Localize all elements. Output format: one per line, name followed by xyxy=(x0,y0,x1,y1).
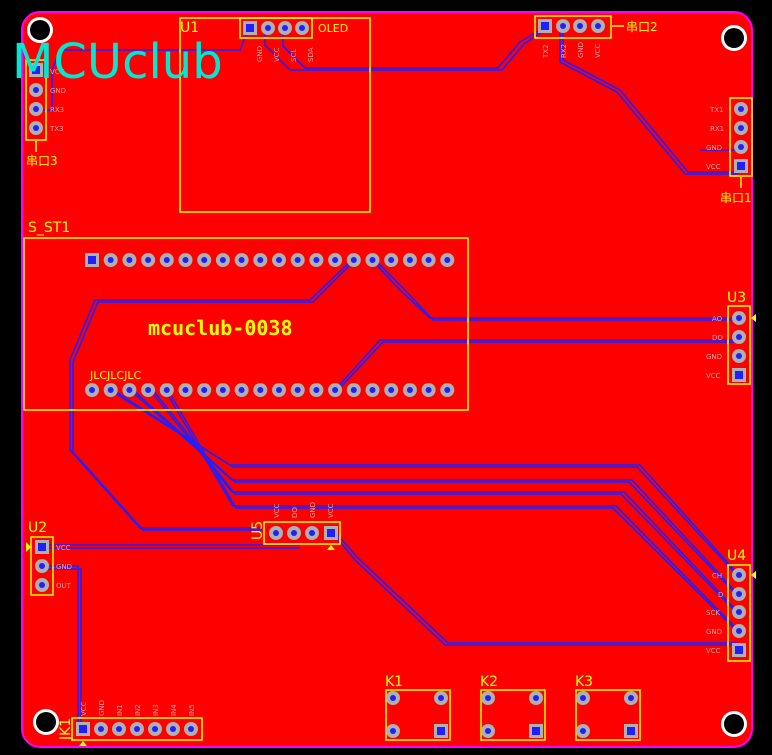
component-u2: U2 VCC GND OUT xyxy=(26,520,72,596)
svg-text:GND: GND xyxy=(98,700,106,716)
u3-ref: U3 xyxy=(727,290,746,306)
component-jk1: JK1 VCC GND IN1 IN2 IN3 IN4 IN5 xyxy=(58,700,203,746)
svg-text:DO: DO xyxy=(291,507,299,518)
svg-text:VCC: VCC xyxy=(273,47,281,62)
mcuclub-logo: MCUclub xyxy=(12,34,223,90)
jk1-ref: JK1 xyxy=(58,718,74,741)
port-one-ref: 串口1 xyxy=(720,191,752,205)
s-st1-top-header xyxy=(85,253,455,267)
component-u5: U5 VCC DO GND VCC xyxy=(250,502,341,550)
svg-text:SCK: SCK xyxy=(706,609,720,617)
svg-text:SDA: SDA xyxy=(307,47,315,62)
component-k1: K1 xyxy=(385,674,451,741)
svg-text:GND: GND xyxy=(706,144,722,152)
board-title: mcuclub-0038 xyxy=(148,316,293,340)
k2-ref: K2 xyxy=(480,674,498,690)
u1-name: OLED xyxy=(318,22,348,35)
svg-text:VCC: VCC xyxy=(706,372,721,380)
component-port-one: 串口1 TX1 RX1 GND VCC xyxy=(706,97,753,205)
svg-text:GND: GND xyxy=(706,628,722,636)
svg-text:VCC: VCC xyxy=(80,701,88,716)
traces xyxy=(36,26,739,728)
svg-text:TX2: TX2 xyxy=(542,44,550,59)
svg-text:GND: GND xyxy=(50,87,66,95)
svg-text:RX3: RX3 xyxy=(50,106,64,114)
u1-ref: U1 xyxy=(180,20,199,36)
svg-text:GND: GND xyxy=(706,353,722,361)
svg-text:GND: GND xyxy=(56,563,72,571)
svg-text:CH: CH xyxy=(712,572,722,580)
port2-ref: 串口2 xyxy=(626,20,658,34)
svg-text:VCC: VCC xyxy=(594,43,602,58)
k1-ref: K1 xyxy=(385,674,403,690)
svg-text:VCC: VCC xyxy=(706,163,721,171)
svg-text:VCC: VCC xyxy=(706,647,721,655)
svg-text:TX1: TX1 xyxy=(709,106,724,114)
svg-text:IN4: IN4 xyxy=(170,704,178,716)
u2-ref: U2 xyxy=(28,520,47,536)
svg-text:VCC: VCC xyxy=(273,503,281,518)
svg-text:VCC: VCC xyxy=(50,68,65,76)
svg-text:RX2: RX2 xyxy=(560,44,568,58)
component-k3: K3 xyxy=(575,674,641,741)
svg-text:GND: GND xyxy=(256,46,264,62)
svg-text:GND: GND xyxy=(309,502,317,518)
svg-text:GND: GND xyxy=(577,42,585,58)
svg-text:IN2: IN2 xyxy=(134,704,142,716)
svg-text:D: D xyxy=(718,591,723,599)
jlc-mark: JLCJLCJLC xyxy=(89,369,141,382)
svg-text:OUT: OUT xyxy=(56,582,72,590)
svg-text:SCL: SCL xyxy=(290,49,298,62)
svg-text:VCC: VCC xyxy=(56,544,71,552)
svg-text:IN1: IN1 xyxy=(116,704,124,716)
mounting-holes xyxy=(27,17,747,737)
s-st1-ref: S_ST1 xyxy=(28,220,70,236)
s-st1-bottom-header xyxy=(85,383,455,397)
component-u3: U3 AO DO GND VCC xyxy=(706,290,756,385)
svg-text:IN3: IN3 xyxy=(152,704,160,716)
svg-text:VCC: VCC xyxy=(327,503,335,518)
component-s-st1: S_ST1 mcuclub-0038 JLCJLCJLC xyxy=(23,220,469,411)
component-port3: 串口3 VCC GND RX3 TX3 xyxy=(25,59,66,168)
svg-text:DO: DO xyxy=(712,334,723,342)
u5-ref: U5 xyxy=(250,521,266,540)
component-u1-oled: U1 OLED GND VCC SCL SDA xyxy=(179,17,371,213)
svg-text:TX3: TX3 xyxy=(49,125,64,133)
port3-ref: 串口3 xyxy=(26,154,58,168)
component-u4: U4 CH D SCK GND VCC xyxy=(706,548,756,662)
svg-text:RX1: RX1 xyxy=(710,125,724,133)
component-k2: K2 xyxy=(480,674,546,741)
component-port2: 串口2 TX2 RX2 GND VCC xyxy=(534,15,658,59)
k3-ref: K3 xyxy=(575,674,593,690)
svg-text:IN5: IN5 xyxy=(188,704,196,716)
u4-ref: U4 xyxy=(727,548,746,564)
svg-text:AO: AO xyxy=(712,315,723,323)
board-substrate xyxy=(21,11,753,748)
